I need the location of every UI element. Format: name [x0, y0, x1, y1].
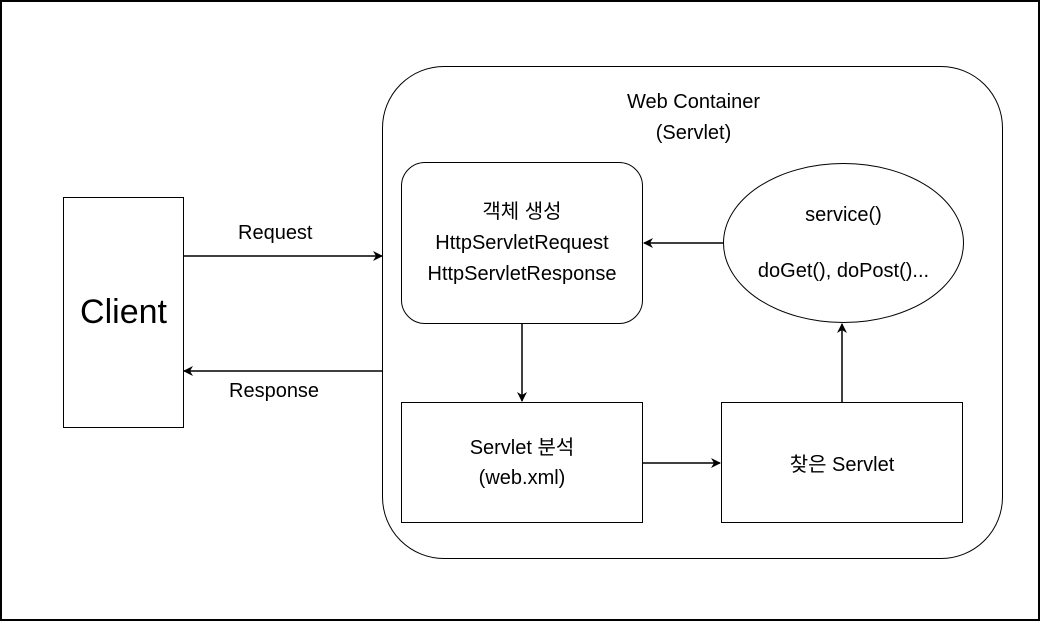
create-objects-box: 객체 생성 HttpServletRequest HttpServletResp… [401, 162, 643, 324]
service-line1: service() [805, 204, 882, 226]
web-container-title-line1: Web Container [626, 91, 761, 113]
create-objects-line3: HttpServletResponse [427, 262, 617, 285]
service-line2: doGet(), doPost()... [757, 260, 930, 282]
servlet-analyze-text: Servlet 분석 (web.xml) [470, 433, 575, 493]
web-container-title-line2: (Servlet) [655, 122, 732, 144]
create-objects-line2: HttpServletRequest [435, 231, 609, 254]
create-objects-text: 객체 생성 HttpServletRequest HttpServletResp… [428, 197, 617, 290]
client-box: Client [63, 197, 184, 428]
request-label: Request [238, 222, 313, 244]
found-servlet-label: 찾은 Servlet [789, 454, 895, 476]
create-objects-line1: 객체 생성 [482, 200, 562, 223]
web-container-title: Web Container (Servlet) [383, 87, 1004, 149]
servlet-analyze-line2: (web.xml) [478, 466, 566, 489]
service-text: service() doGet(), doPost()... [758, 201, 929, 285]
response-label: Response [229, 380, 320, 402]
servlet-analyze-box: Servlet 분석 (web.xml) [401, 402, 643, 523]
service-ellipse: service() doGet(), doPost()... [723, 163, 964, 323]
found-servlet-box: 찾은 Servlet [721, 402, 963, 523]
client-label: Client [80, 293, 167, 331]
servlet-analyze-line1: Servlet 분석 [469, 436, 575, 459]
